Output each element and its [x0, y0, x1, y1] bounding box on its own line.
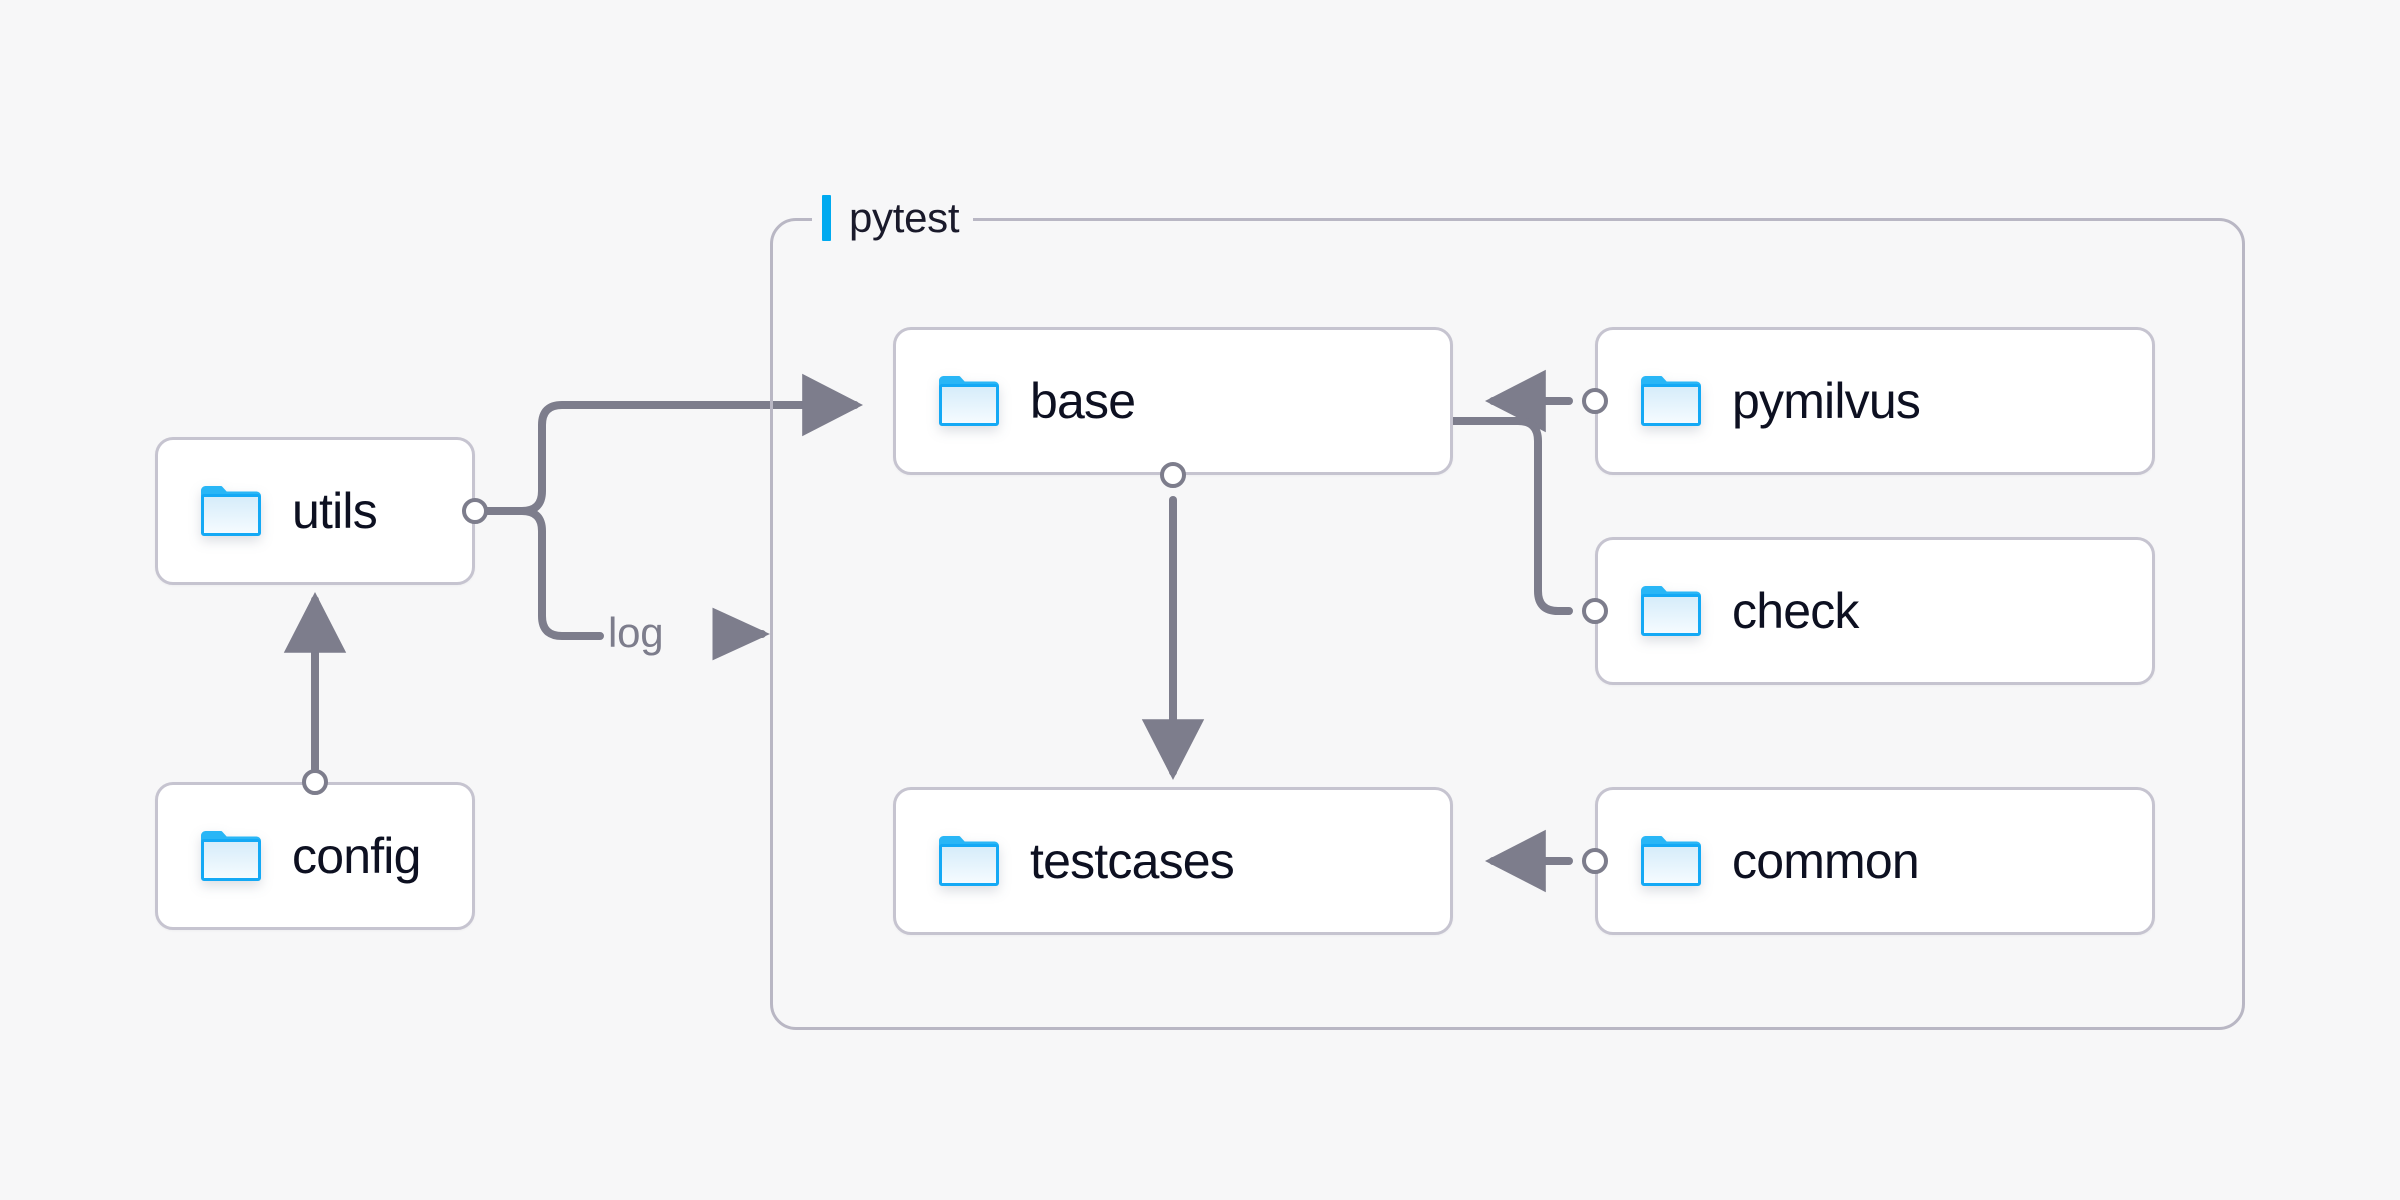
node-base[interactable]: base [893, 327, 1453, 475]
pytest-group-container[interactable] [770, 218, 2245, 1030]
handle-check-left[interactable] [1582, 598, 1608, 624]
folder-icon [938, 835, 1000, 887]
node-common[interactable]: common [1595, 787, 2155, 935]
folder-icon [1640, 375, 1702, 427]
node-label: check [1732, 583, 1859, 639]
node-config[interactable]: config [155, 782, 475, 930]
node-label: common [1732, 833, 1920, 889]
vertical-bar-icon [822, 195, 831, 241]
node-label: testcases [1030, 833, 1235, 889]
node-testcases[interactable]: testcases [893, 787, 1453, 935]
handle-common-left[interactable] [1582, 848, 1608, 874]
folder-icon [1640, 835, 1702, 887]
node-label: config [292, 828, 421, 884]
folder-icon [200, 485, 262, 537]
folder-icon [938, 375, 1000, 427]
node-utils[interactable]: utils [155, 437, 475, 585]
folder-icon [1640, 585, 1702, 637]
node-pymilvus[interactable]: pymilvus [1595, 327, 2155, 475]
handle-pymilvus-left[interactable] [1582, 388, 1608, 414]
pytest-group-label-text: pytest [849, 194, 960, 241]
handle-config-top[interactable] [302, 769, 328, 795]
node-label: base [1030, 373, 1136, 429]
node-check[interactable]: check [1595, 537, 2155, 685]
handle-base-bottom[interactable] [1160, 462, 1186, 488]
edge-label-log: log [608, 609, 664, 656]
edge-utils-to-log [484, 507, 604, 640]
handle-utils-right[interactable] [462, 498, 488, 524]
folder-icon [200, 830, 262, 882]
node-label: pymilvus [1732, 373, 1921, 429]
pytest-group-label: pytest [812, 190, 974, 246]
node-label: utils [292, 483, 378, 539]
